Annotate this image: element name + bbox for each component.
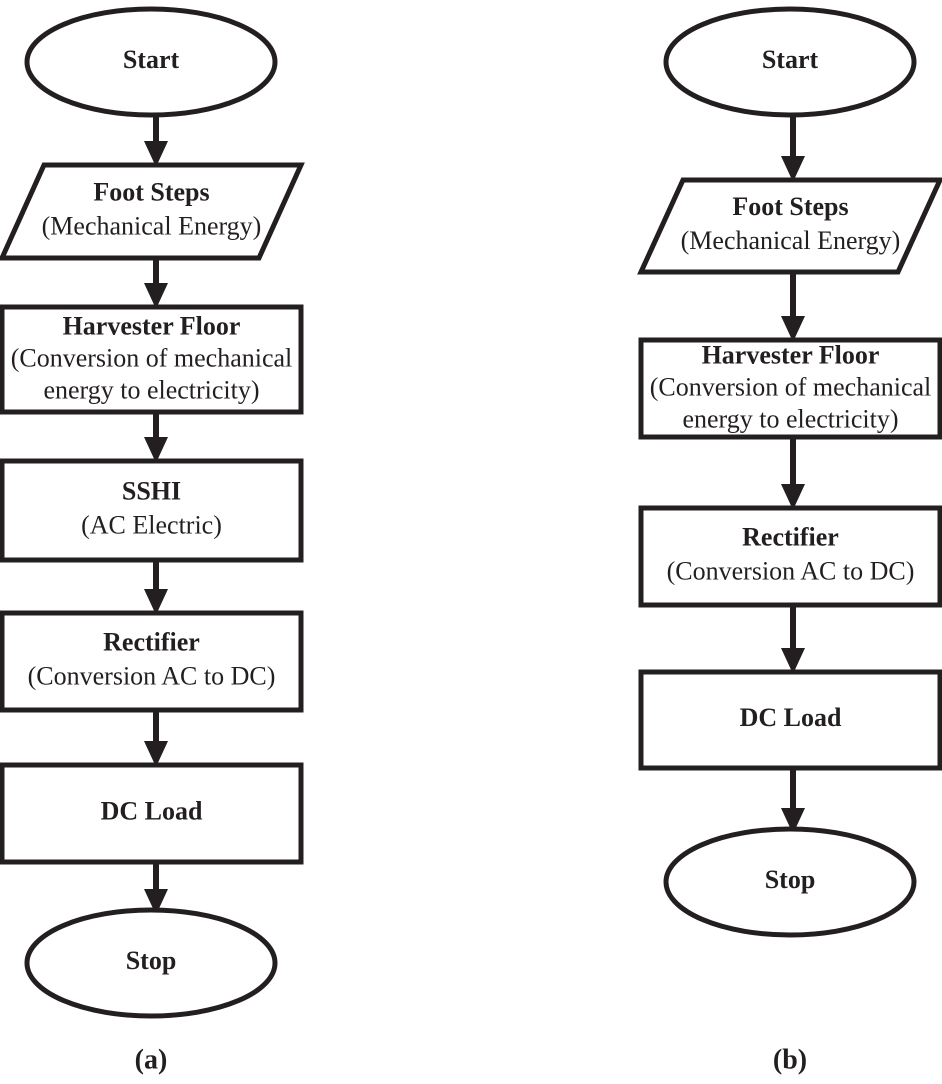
harvester-floor-process-label: Harvester Floor xyxy=(702,340,880,369)
start-terminator: Start xyxy=(24,6,278,118)
start-terminator: Start xyxy=(663,6,917,118)
arrowhead-icon xyxy=(144,589,168,615)
dc-load-process-label: DC Load xyxy=(740,703,842,732)
sshi-process-label: SSHI xyxy=(122,476,181,505)
stop-terminator-outline xyxy=(24,907,278,1019)
dc-load-process: DC Load xyxy=(0,762,304,865)
start-terminator-label: Start xyxy=(762,45,819,74)
dc-load-process-label: DC Load xyxy=(101,796,203,825)
arrow-footsteps-to-harvester xyxy=(781,272,805,342)
panel-b-caption: (b) xyxy=(773,1044,807,1075)
harvester-floor-process-label: (Conversion of mechanical xyxy=(11,343,293,372)
arrowhead-icon xyxy=(144,283,168,309)
foot-steps-input-label: Foot Steps xyxy=(732,192,848,221)
stop-terminator: Stop xyxy=(24,907,278,1019)
arrowhead-icon xyxy=(781,484,805,510)
foot-steps-input-outline xyxy=(0,162,305,261)
dc-load-process: DC Load xyxy=(638,669,942,771)
foot-steps-input-label: (Mechanical Energy) xyxy=(42,211,262,240)
foot-steps-input-label: (Mechanical Energy) xyxy=(681,226,901,255)
rectifier-process-label: (Conversion AC to DC) xyxy=(28,661,276,690)
stop-terminator: Stop xyxy=(663,826,917,938)
dc-load-process-outline xyxy=(0,762,304,865)
harvester-floor-process-label: Harvester Floor xyxy=(63,311,241,340)
arrow-start-to-footsteps xyxy=(781,115,805,182)
foot-steps-input: Foot Steps (Mechanical Energy) xyxy=(0,162,305,261)
harvester-floor-process-label: (Conversion of mechanical xyxy=(650,372,932,401)
rectifier-process: Rectifier (Conversion AC to DC) xyxy=(638,505,942,608)
stop-terminator-label: Stop xyxy=(126,946,177,975)
arrow-sshi-to-rectifier xyxy=(144,560,168,615)
stop-terminator-outline xyxy=(663,826,917,938)
dc-load-process-outline xyxy=(638,669,942,771)
harvester-floor-process-outline xyxy=(0,304,304,415)
rectifier-process-outline xyxy=(638,505,942,608)
arrow-footsteps-to-harvester xyxy=(144,258,168,309)
arrowhead-icon xyxy=(144,437,168,463)
sshi-process: SSHI (AC Electric) xyxy=(0,458,304,563)
start-terminator-label: Start xyxy=(123,45,180,74)
rectifier-process-label: Rectifier xyxy=(742,522,839,551)
stop-terminator-label: Stop xyxy=(765,865,816,894)
start-terminator-outline xyxy=(24,6,278,118)
arrow-dcload-to-stop xyxy=(781,768,805,834)
arrowhead-icon xyxy=(781,316,805,342)
arrowhead-icon xyxy=(144,141,168,167)
harvester-floor-process: Harvester Floor (Conversion of mechanical… xyxy=(638,337,942,440)
harvester-floor-process-outline xyxy=(638,337,942,440)
arrow-dcload-to-stop xyxy=(144,862,168,915)
arrow-rectifier-to-dcload xyxy=(144,710,168,767)
rectifier-process-label: (Conversion AC to DC) xyxy=(667,556,915,585)
start-terminator-outline xyxy=(663,6,917,118)
rectifier-process: Rectifier (Conversion AC to DC) xyxy=(0,610,304,713)
arrowhead-icon xyxy=(144,889,168,915)
foot-steps-input-outline xyxy=(637,177,942,275)
harvester-floor-process-label: energy to electricity) xyxy=(682,404,898,433)
foot-steps-input: Foot Steps (Mechanical Energy) xyxy=(637,177,942,275)
panel-a-caption: (a) xyxy=(135,1044,168,1075)
harvester-floor-process-label: energy to electricity) xyxy=(43,375,259,404)
arrow-harvester-to-sshi xyxy=(144,412,168,463)
arrow-start-to-footsteps xyxy=(144,115,168,167)
arrowhead-icon xyxy=(781,648,805,674)
arrowhead-icon xyxy=(781,808,805,834)
rectifier-process-label: Rectifier xyxy=(103,627,200,656)
foot-steps-input-label: Foot Steps xyxy=(93,177,209,206)
sshi-process-label: (AC Electric) xyxy=(81,510,222,539)
sshi-process-outline xyxy=(0,458,304,563)
arrow-rectifier-to-dcload xyxy=(781,605,805,674)
rectifier-process-outline xyxy=(0,610,304,713)
harvester-floor-process: Harvester Floor (Conversion of mechanical… xyxy=(0,304,304,415)
arrowhead-icon xyxy=(781,156,805,182)
arrowhead-icon xyxy=(144,741,168,767)
arrow-harvester-to-rectifier xyxy=(781,437,805,510)
